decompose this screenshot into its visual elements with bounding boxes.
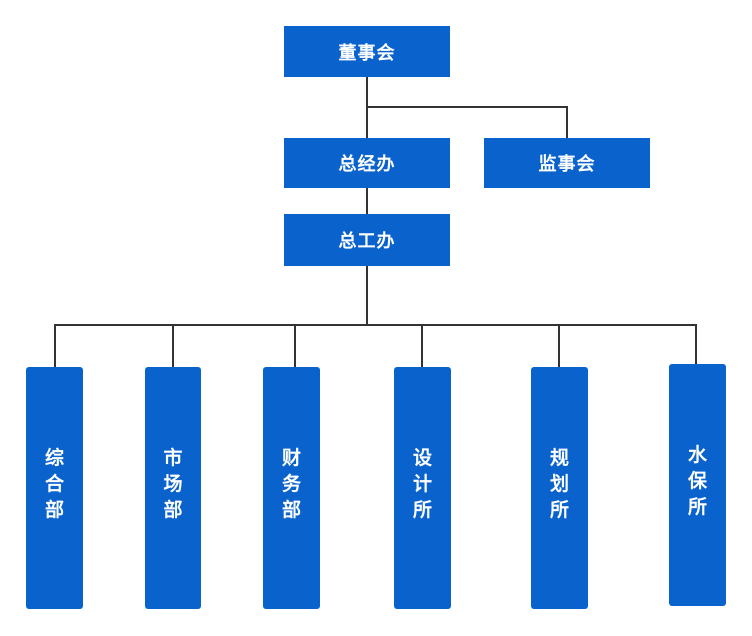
node-board-label: 董事会 <box>338 42 396 64</box>
node-general-office: 总经办 <box>284 138 450 188</box>
node-department: 设计所 <box>394 367 451 609</box>
node-chief-engineer-office: 总工办 <box>284 214 450 266</box>
department-label: 综合部 <box>45 447 65 521</box>
department-label: 水保所 <box>688 444 708 518</box>
node-supervisory-board: 监事会 <box>484 138 650 188</box>
department-label: 规划所 <box>550 447 570 521</box>
department-label: 市场部 <box>163 447 183 521</box>
node-department: 规划所 <box>531 367 588 609</box>
node-general-office-label: 总经办 <box>338 154 396 175</box>
node-department: 市场部 <box>145 367 201 609</box>
node-department: 综合部 <box>26 367 83 609</box>
department-label: 财务部 <box>282 447 302 521</box>
node-department: 水保所 <box>669 364 726 606</box>
department-label: 设计所 <box>413 447 433 521</box>
node-board: 董事会 <box>284 26 450 77</box>
node-supervisory-board-label: 监事会 <box>538 154 596 175</box>
node-chief-engineer-office-label: 总工办 <box>338 231 396 252</box>
node-department: 财务部 <box>263 367 320 609</box>
